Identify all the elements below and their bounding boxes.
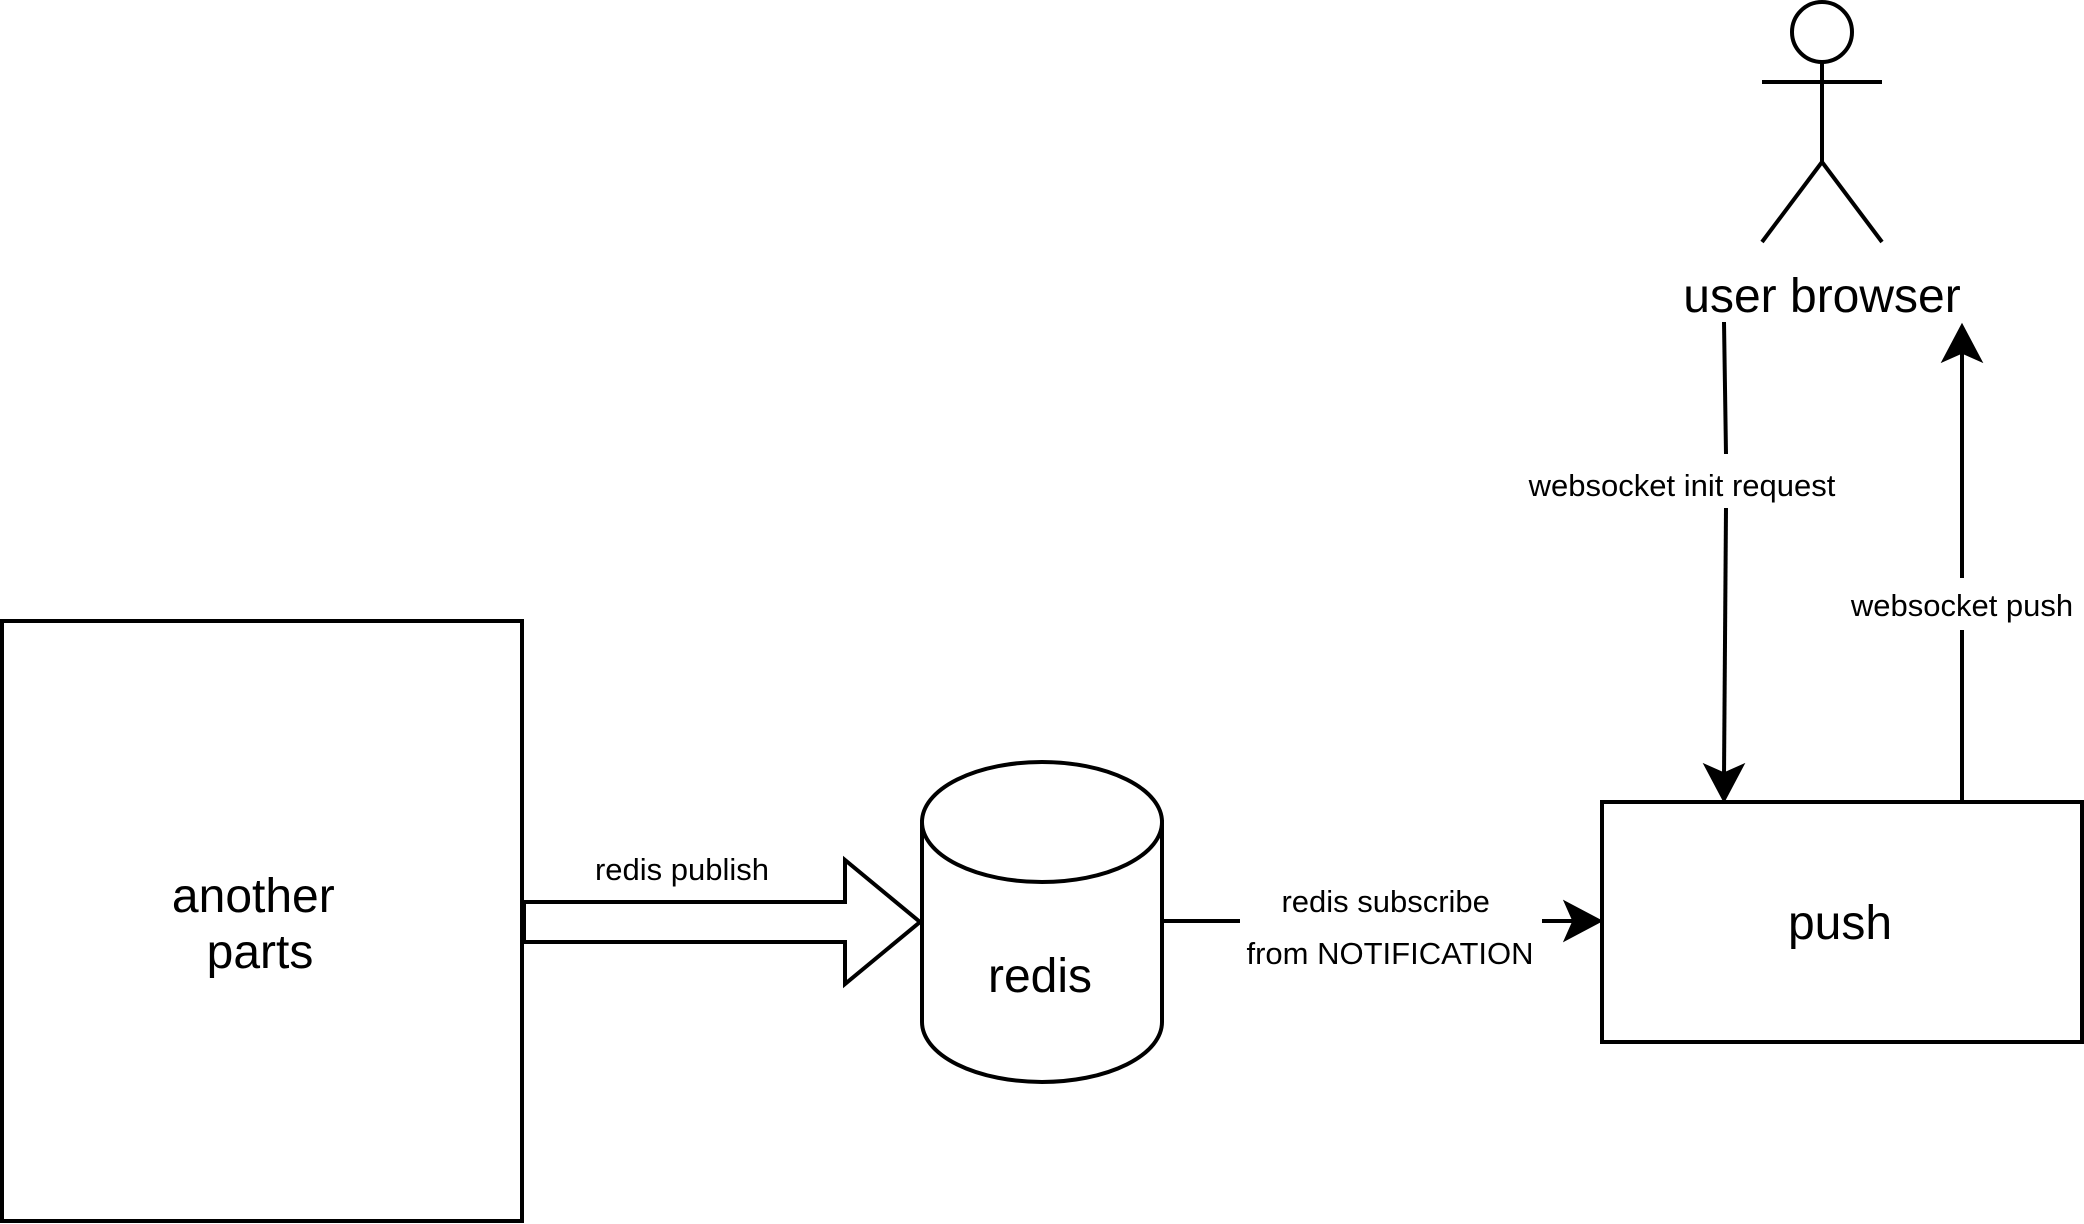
redis-publish-block-arrow	[522, 855, 924, 989]
websocket-init-line-upper	[1722, 321, 1728, 455]
redis-subscribe-label-line-2: from NOTIFICATION	[1246, 936, 1533, 971]
redis-subscribe-arrowhead	[1562, 899, 1604, 943]
actor-right-leg	[1820, 160, 1884, 244]
websocket-init-arrowhead	[1702, 762, 1746, 804]
push-label: push	[1788, 897, 1892, 950]
another-parts-label: another parts	[172, 870, 348, 979]
redis-subscribe-label: redis subscribe from NOTIFICATION	[1246, 884, 1533, 971]
websocket-push-edge: websocket push	[1850, 322, 2073, 800]
redis-label: redis	[988, 950, 1092, 1003]
another-parts-label-line-2: parts	[207, 926, 314, 979]
redis-cylinder-top	[920, 760, 1164, 884]
websocket-push-arrowhead	[1940, 322, 1984, 364]
redis-subscribe-label-line-1: redis subscribe	[1281, 884, 1489, 919]
another-parts-label-line-1: another	[172, 870, 335, 923]
actor-icon	[1760, 0, 1884, 244]
another-parts-box	[0, 619, 524, 1223]
redis-cylinder-body	[920, 820, 1164, 1084]
redis-node: redis	[920, 760, 1164, 1084]
websocket-push-label: websocket push	[1850, 588, 2073, 623]
push-box	[1600, 800, 2084, 1044]
websocket-init-edge: websocket init request	[1528, 321, 1836, 804]
user-browser-label: user browser	[1683, 270, 1960, 323]
user-browser-node: user browser	[1683, 0, 1961, 323]
redis-publish-edge: redis publish	[522, 852, 924, 989]
actor-left-leg	[1760, 160, 1824, 244]
another-parts-node: another parts	[0, 619, 524, 1223]
websocket-init-label: websocket init request	[1528, 468, 1836, 503]
redis-subscribe-edge: redis subscribe from NOTIFICATION	[1164, 884, 1604, 971]
push-node: push	[1600, 800, 2084, 1044]
redis-publish-label: redis publish	[595, 852, 769, 887]
actor-head	[1790, 0, 1854, 64]
websocket-init-line-lower	[1722, 507, 1728, 777]
